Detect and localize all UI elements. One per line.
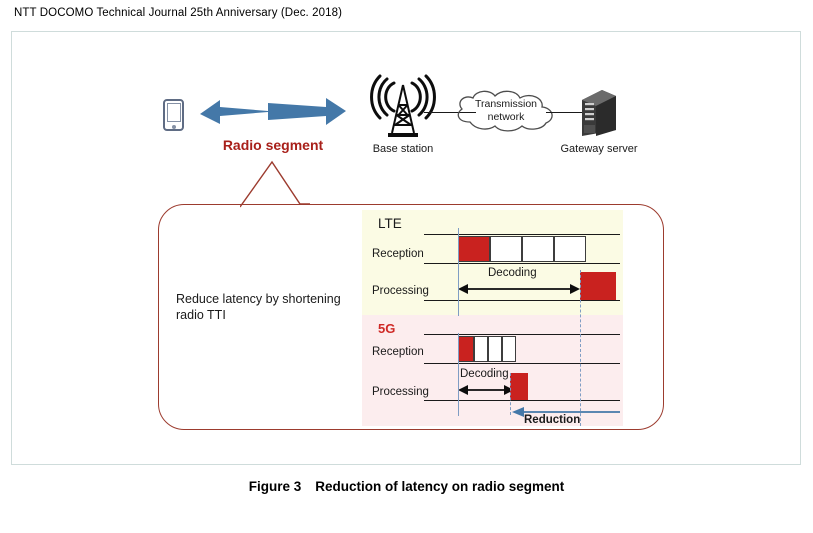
5g-reception-bottom-axis	[424, 363, 620, 365]
lte-reception-slot-3	[522, 236, 554, 262]
callout-text-line2: radio TTI	[176, 308, 226, 322]
cloud-to-server-link	[546, 112, 582, 113]
panel-5g: 5G Reception Processing Decoding Reducti…	[362, 315, 623, 426]
figure-caption-title: Reduction of latency on radio segment	[315, 479, 565, 494]
radio-segment-label: Radio segment	[222, 137, 324, 153]
double-headed-zigzag-arrow-icon	[198, 92, 348, 132]
panel-lte-title: LTE	[378, 216, 402, 231]
5g-decoding-arrow	[458, 385, 514, 395]
lte-reception-top-axis	[424, 234, 620, 236]
5g-processing-block	[510, 373, 528, 400]
smartphone-screen	[166, 103, 181, 122]
lte-decoding-arrow	[458, 284, 580, 294]
lte-reception-slot-4	[554, 236, 586, 262]
gateway-server-label: Gateway server	[560, 143, 638, 155]
guideline-5g-end	[510, 373, 511, 415]
figure-caption: Figure 3 Reduction of latency on radio se…	[0, 479, 813, 494]
lte-reception-slot-2	[490, 236, 522, 262]
5g-reception-slot-3	[488, 336, 502, 362]
5g-reception-label: Reception	[372, 346, 424, 358]
base-station-label: Base station	[372, 143, 434, 155]
callout-text-line1: Reduce latency by shortening	[176, 292, 341, 306]
reduction-label: Reduction	[524, 414, 581, 426]
lte-reception-bottom-axis	[424, 263, 620, 265]
guideline-start-lte	[458, 228, 459, 316]
server-rack-icon	[580, 88, 618, 138]
figure-caption-number: Figure 3	[248, 479, 302, 494]
document-header: NTT DOCOMO Technical Journal 25th Annive…	[14, 7, 343, 19]
lte-reception-label: Reception	[372, 248, 424, 260]
guideline-lte-end	[580, 270, 581, 426]
5g-reception-top-axis	[424, 334, 620, 336]
reduction-arrow	[512, 407, 620, 417]
5g-processing-axis	[424, 400, 620, 402]
5g-decoding-label: Decoding	[460, 368, 509, 380]
smartphone-home-button	[171, 124, 176, 129]
5g-processing-label: Processing	[372, 386, 429, 398]
callout-pointer	[239, 160, 310, 208]
smartphone-icon	[163, 99, 184, 131]
panel-5g-title: 5G	[378, 321, 396, 336]
panel-lte: LTE Reception Processing Decoding	[362, 210, 623, 315]
callout-text: Reduce latency by shortening radio TTI	[176, 291, 366, 323]
cell-tower-icon	[370, 73, 436, 141]
tower-to-cloud-link	[424, 112, 476, 113]
lte-processing-block	[580, 272, 616, 300]
cloud-icon	[452, 88, 560, 136]
lte-reception-slot-1	[458, 236, 490, 262]
5g-reception-slot-1	[458, 336, 474, 362]
5g-reception-slot-4	[502, 336, 516, 362]
transmission-network-label-line2: network	[487, 111, 525, 123]
5g-reception-slot-2	[474, 336, 488, 362]
lte-processing-axis	[424, 300, 620, 302]
transmission-network-label: Transmission network	[452, 98, 560, 124]
lte-decoding-label: Decoding	[488, 267, 537, 279]
guideline-start-5g	[458, 333, 459, 416]
lte-processing-label: Processing	[372, 285, 429, 297]
transmission-network-label-line1: Transmission	[474, 98, 538, 110]
